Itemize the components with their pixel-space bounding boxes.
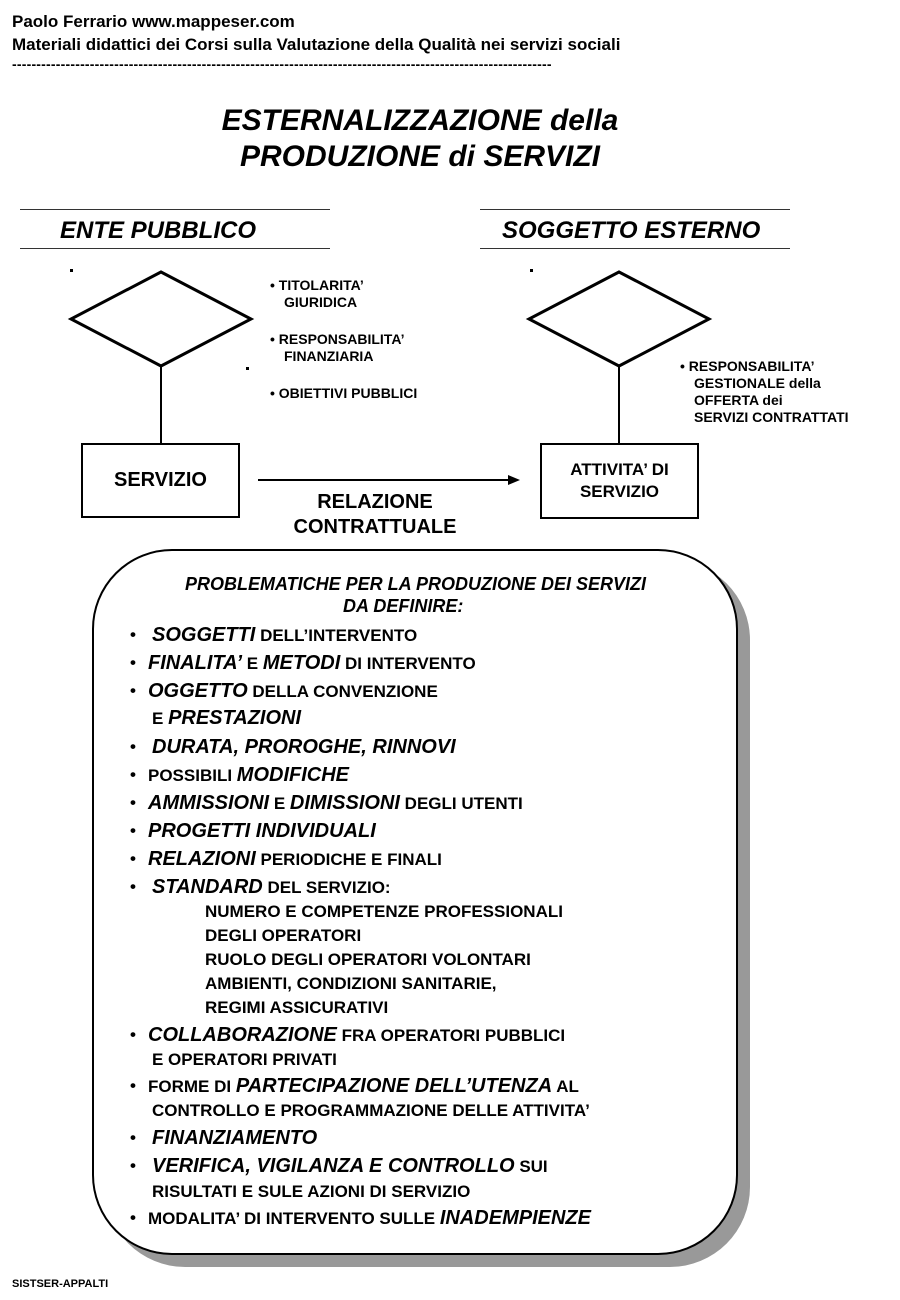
speck — [246, 367, 249, 370]
item-keyword: PRESTAZIONI — [168, 707, 302, 729]
list-item-continuation: E OPERATORI PRIVATI — [152, 1050, 337, 1069]
item-text: DEGLI UTENTI — [399, 794, 523, 813]
standard-detail: AMBIENTI, CONDIZIONI SANITARIE, — [205, 974, 497, 993]
list-item-continuation: RISULTATI E SULE AZIONI DI SERVIZIO — [152, 1182, 471, 1201]
item-text: DELLA CONVENZIONE — [247, 682, 438, 701]
note-line: • RESPONSABILITA’ — [270, 331, 405, 347]
bullet: • — [130, 1208, 136, 1227]
list-item-continuation: E PRESTAZIONI — [152, 707, 301, 730]
item-text: DI INTERVENTO — [340, 654, 476, 673]
note-line: GESTIONALE della — [694, 375, 821, 391]
item-text: MODALITA’ DI INTERVENTO SULLE — [148, 1209, 440, 1228]
item-text: PERIODICHE E FINALI — [255, 850, 442, 869]
issues-panel — [92, 549, 738, 1255]
note-line: SERVIZI CONTRATTATI — [694, 409, 849, 425]
speck — [530, 269, 533, 272]
header-separator: ----------------------------------------… — [12, 56, 552, 72]
item-keyword: PROGETTI INDIVIDUALI — [148, 820, 376, 842]
attivita-label-2: SERVIZIO — [579, 482, 660, 501]
bullet: • — [130, 625, 136, 644]
left-note-obiettivi: • OBIETTIVI PUBBLICI — [270, 385, 418, 401]
item-text: FRA OPERATORI PUBBLICI — [336, 1026, 566, 1045]
left-note-titolarita: • TITOLARITA’ GIURIDICA — [270, 277, 364, 311]
item-keyword: PARTECIPAZIONE DELL’UTENZA — [235, 1075, 553, 1097]
note-line: GIURIDICA — [284, 294, 358, 310]
bullet: • — [130, 1076, 136, 1095]
attivita-box: ATTIVITA’ DI SERVIZIO — [540, 443, 699, 519]
item-keyword: COLLABORAZIONE — [148, 1024, 337, 1046]
bullet: • — [130, 765, 136, 784]
bullet: • — [130, 793, 136, 812]
item-keyword: AMMISSIONI — [148, 792, 270, 814]
standard-detail: REGIMI ASSICURATIVI — [205, 998, 389, 1017]
note-line: • RESPONSABILITA’ — [680, 358, 815, 374]
title-line-2: PRODUZIONE di SERVIZI — [239, 140, 601, 173]
left-heading: ENTE PUBBLICO — [60, 217, 257, 244]
relation-line-2: CONTRATTUALE — [293, 516, 457, 538]
bullet: • — [130, 681, 136, 700]
left-note-responsabilita: • RESPONSABILITA’ FINANZIARIA — [270, 331, 405, 365]
item-text: E — [152, 709, 169, 728]
list-item-continuation: CONTROLLO E PROGRAMMAZIONE DELLE ATTIVIT… — [152, 1101, 590, 1120]
note-line: • TITOLARITA’ — [270, 277, 364, 293]
right-diamond — [525, 270, 713, 368]
item-text: POSSIBILI — [148, 766, 237, 785]
bullet: • — [130, 849, 136, 868]
item-keyword: STANDARD — [152, 876, 263, 898]
bullet: • — [130, 1025, 136, 1044]
bullet: • — [130, 877, 136, 896]
servizio-box: SERVIZIO — [81, 443, 240, 518]
item-keyword: SOGGETTI — [152, 624, 256, 646]
item-text: E — [269, 794, 290, 813]
relation-line-1: RELAZIONE — [317, 491, 433, 513]
item-keyword: FINANZIAMENTO — [152, 1127, 318, 1149]
item-keyword: METODI — [262, 652, 341, 674]
item-keyword: VERIFICA, VIGILANZA E CONTROLLO — [152, 1155, 515, 1177]
item-text: DELL’INTERVENTO — [255, 626, 418, 645]
item-keyword: DURATA, PROROGHE, RINNOVI — [152, 736, 456, 758]
panel-title-line-1: PROBLEMATICHE PER LA PRODUZIONE DEI SERV… — [185, 574, 647, 594]
right-note-responsabilita: • RESPONSABILITA’ GESTIONALE della OFFER… — [680, 358, 849, 426]
left-heading-bottom-rule — [20, 248, 330, 249]
bullet: • — [130, 821, 136, 840]
panel-title: PROBLEMATICHE PER LA PRODUZIONE DEI SERV… — [185, 573, 715, 617]
right-heading: SOGGETTO ESTERNO — [502, 217, 761, 244]
item-text: DEL SERVIZIO: — [262, 878, 391, 897]
item-text: FORME DI — [148, 1077, 236, 1096]
item-keyword: FINALITA’ — [148, 652, 243, 674]
note-line: OFFERTA dei — [694, 392, 783, 408]
bullet: • — [130, 653, 136, 672]
item-keyword: INADEMPIENZE — [439, 1207, 591, 1229]
servizio-label: SERVIZIO — [114, 469, 207, 491]
footer-code: SISTSER-APPALTI — [12, 1278, 109, 1290]
item-keyword: MODIFICHE — [236, 764, 350, 786]
panel-title-line-2: DA DEFINIRE: — [343, 596, 464, 616]
header-course: Materiali didattici dei Corsi sulla Valu… — [12, 35, 621, 54]
page-title: ESTERNALIZZAZIONE della PRODUZIONE di SE… — [0, 103, 840, 175]
item-keyword: OGGETTO — [148, 680, 248, 702]
bullet: • — [130, 1156, 136, 1175]
bullet: • — [130, 1128, 136, 1147]
item-text: SUI — [514, 1157, 548, 1176]
item-keyword: DIMISSIONI — [289, 792, 400, 814]
right-heading-bottom-rule — [480, 248, 790, 249]
item-text: AL — [552, 1077, 579, 1096]
header-author: Paolo Ferrario www.mappeser.com — [12, 12, 295, 31]
standard-detail: NUMERO E COMPETENZE PROFESSIONALI — [205, 902, 563, 921]
bullet: • — [130, 737, 136, 756]
note-line: FINANZIARIA — [284, 348, 374, 364]
speck — [70, 269, 73, 272]
item-text: E — [242, 654, 263, 673]
diagram-graphics — [67, 270, 713, 485]
relation-label: RELAZIONE CONTRATTUALE — [255, 490, 495, 540]
left-heading-top-rule — [20, 209, 330, 210]
left-diamond — [67, 270, 255, 368]
attivita-label-1: ATTIVITA’ DI — [570, 460, 669, 479]
arrow-head-icon — [508, 475, 520, 485]
standard-detail: RUOLO DEGLI OPERATORI VOLONTARI — [205, 950, 531, 969]
right-heading-top-rule — [480, 209, 790, 210]
standard-detail: DEGLI OPERATORI — [205, 926, 362, 945]
title-line-1: ESTERNALIZZAZIONE della — [221, 104, 619, 137]
item-keyword: RELAZIONI — [148, 848, 256, 870]
